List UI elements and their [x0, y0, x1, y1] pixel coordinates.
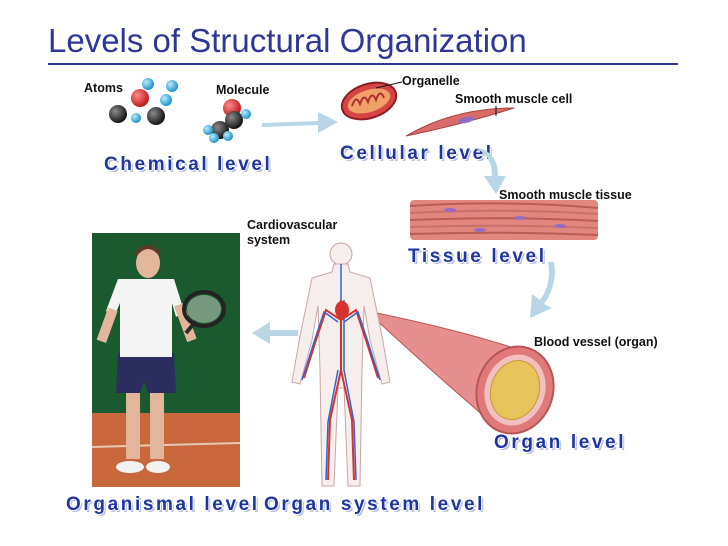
atom-blue [160, 94, 172, 106]
cardiovascular-label-line1: Cardiovascular [247, 218, 338, 232]
smooth-muscle-tissue-label: Smooth muscle tissue [499, 188, 632, 202]
page-title: Levels of Structural Organization [48, 22, 527, 59]
cardiovascular-system-label: Cardiovascular system [247, 218, 337, 248]
title-underline [48, 63, 678, 65]
organ-system-level-label: Organ system level [264, 494, 486, 515]
arrow-cellular-to-tissue [474, 148, 506, 194]
atom-black [109, 105, 127, 123]
cardiovascular-label-line2: system [247, 233, 291, 247]
blood-vessel-label: Blood vessel (organ) [534, 335, 658, 349]
atom-blue [142, 78, 154, 90]
mitochondrion-illustration [340, 81, 398, 121]
atom-black [147, 107, 165, 125]
organelle-label: Organelle [402, 74, 460, 88]
smooth-muscle-cell-label: Smooth muscle cell [455, 92, 573, 106]
arrow-chemical-to-cellular [262, 112, 338, 133]
atom-blue [166, 80, 178, 92]
atoms-molecule-illustration [109, 78, 251, 143]
cardiovascular-body-illustration [291, 242, 391, 487]
smooth-muscle-tissue-illustration [409, 200, 599, 240]
atom-blue [131, 113, 141, 123]
tennis-player-photo [91, 233, 241, 487]
chemical-level-label: Chemical level [104, 154, 273, 175]
molecule [203, 99, 251, 143]
organismal-level-label: Organismal level [66, 494, 260, 515]
arrow-tissue-to-organ [530, 262, 555, 318]
organelle-pointer [375, 81, 403, 89]
organ-level-label: Organ level [494, 432, 627, 453]
smooth-muscle-cell-illustration [405, 106, 515, 137]
atoms-label: Atoms [84, 81, 123, 95]
cellular-level-label: Cellular level [340, 143, 494, 164]
arrow-organ-system-to-organismal [252, 322, 298, 344]
atom-red [131, 89, 149, 107]
blood-vessel-illustration [371, 311, 555, 435]
tissue-level-label: Tissue level [408, 246, 547, 267]
molecule-label: Molecule [216, 83, 270, 97]
